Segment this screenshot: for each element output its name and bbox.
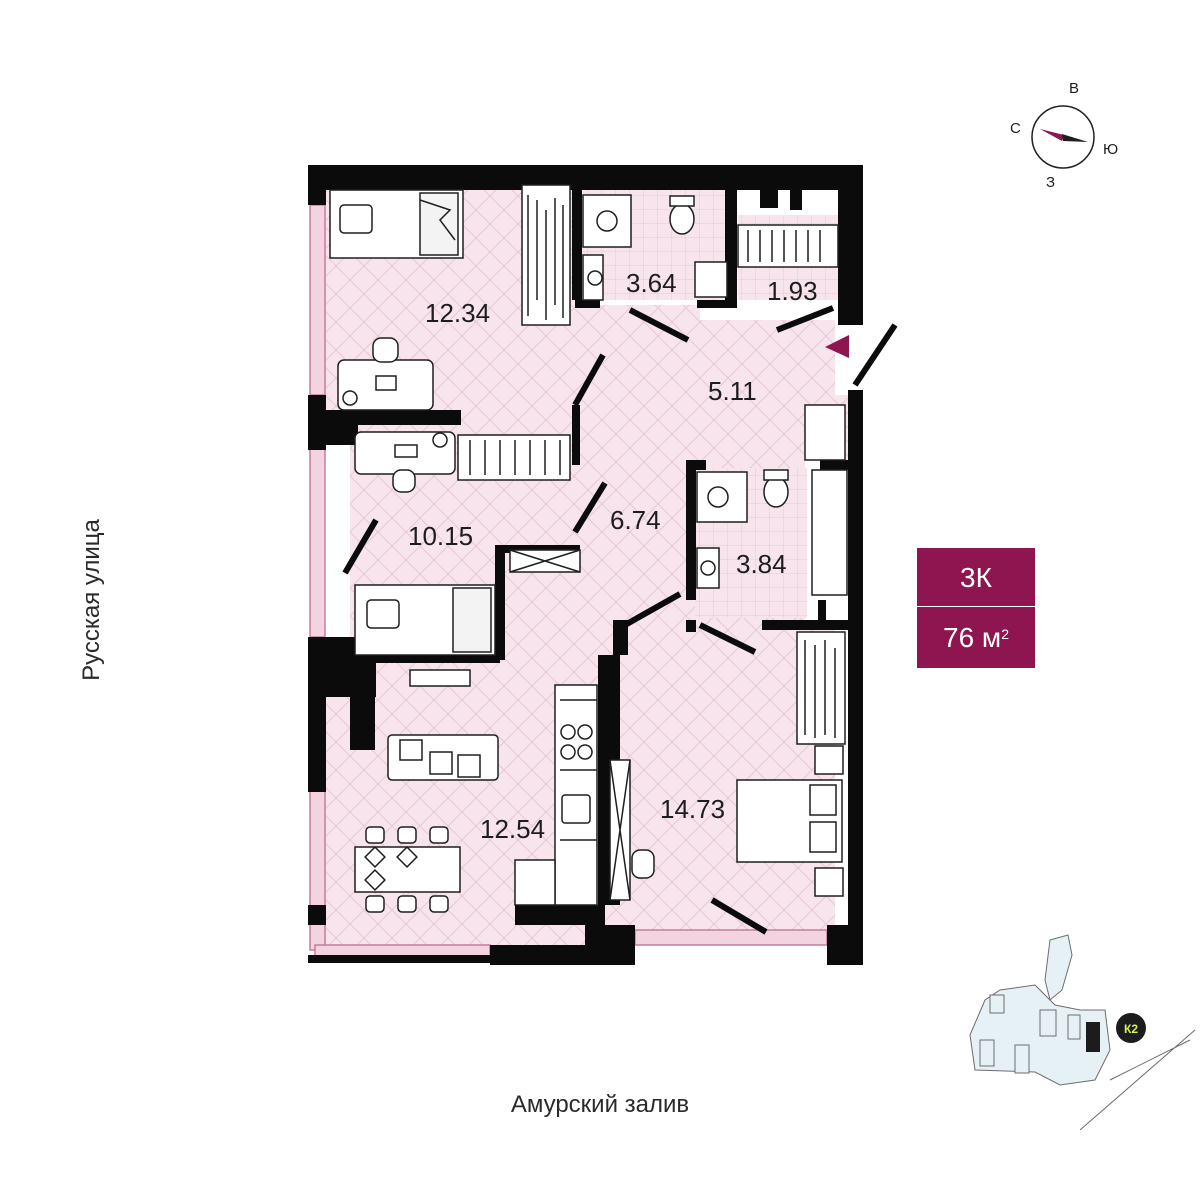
door-corridor	[572, 481, 608, 534]
window-master	[634, 929, 828, 946]
compass-north: С	[1010, 120, 1021, 137]
compass-west: З	[1046, 174, 1055, 191]
dining-table	[354, 826, 461, 913]
hallway-cabinet	[804, 404, 846, 461]
wardrobe-bedroom-1	[521, 184, 571, 326]
site-plan-highlight	[1086, 1022, 1100, 1052]
desk-bedroom-1	[337, 337, 434, 411]
utility-niche	[811, 469, 848, 596]
doors	[342, 305, 898, 935]
fixtures-bathroom-1	[582, 194, 728, 301]
room-labels: 12.34 3.64 1.93 5.11 10.15 6.74 3.84 12.…	[408, 268, 818, 844]
compass: С В Ю З	[1010, 80, 1118, 191]
desk-bedroom-2	[354, 431, 571, 493]
door-bedroom-2	[342, 518, 379, 575]
apartment-area: 76 м2	[917, 607, 1035, 667]
area-hallway: 5.11	[708, 376, 757, 406]
compass-arrow-red	[1040, 129, 1064, 141]
compass-arrow-dark	[1062, 134, 1088, 142]
bed-bedroom-2	[354, 584, 496, 656]
apartment-area-value: 76 м	[943, 622, 1002, 653]
door-bathroom-2	[623, 591, 682, 628]
entrance-marker	[825, 335, 849, 358]
fixtures-bathroom-2	[696, 469, 789, 589]
window-living	[309, 789, 326, 951]
entrance-door	[852, 323, 898, 387]
street-label-left: Русская улица	[78, 519, 105, 681]
compass-south: Ю	[1103, 141, 1118, 158]
area-bathroom-1: 3.64	[626, 268, 677, 298]
site-plan-badge	[1116, 1013, 1146, 1043]
apartment-badge: 3К 76 м2	[917, 548, 1035, 668]
kitchen-counter	[514, 684, 598, 906]
door-master	[698, 622, 757, 655]
walls	[308, 165, 863, 965]
area-bedroom-1: 12.34	[425, 298, 490, 328]
apartment-area-unit: 2	[1001, 626, 1009, 642]
door-storage	[775, 305, 835, 333]
area-living-kitchen: 12.54	[480, 814, 545, 844]
apartment-type: 3К	[917, 548, 1035, 607]
area-bathroom-2: 3.84	[736, 549, 787, 579]
balcony-door	[710, 897, 768, 935]
area-corridor: 6.74	[610, 505, 661, 535]
wardrobe-master	[796, 631, 846, 775]
door-bedroom-1	[572, 353, 606, 407]
compass-east: В	[1069, 80, 1079, 97]
bed-master	[736, 779, 844, 897]
window-bedroom-2	[309, 444, 326, 638]
area-storage: 1.93	[767, 276, 818, 306]
desk-master	[609, 759, 655, 901]
shelves-storage	[737, 224, 839, 268]
door-bathroom-1	[628, 307, 690, 343]
window-bedroom-1	[309, 204, 326, 396]
area-master-bedroom: 14.73	[660, 794, 725, 824]
site-plan-building-label: К2	[1124, 1022, 1138, 1036]
tv-stand	[409, 669, 471, 687]
compass-ring	[1031, 105, 1095, 169]
site-plan: К2	[969, 934, 1196, 1131]
street-label-bottom: Амурский залив	[510, 1091, 690, 1118]
corridor-cabinet	[509, 549, 581, 573]
area-bedroom-2: 10.15	[408, 521, 473, 551]
furniture	[329, 184, 848, 913]
bed-bedroom-1	[329, 189, 464, 259]
sofa	[387, 734, 499, 781]
